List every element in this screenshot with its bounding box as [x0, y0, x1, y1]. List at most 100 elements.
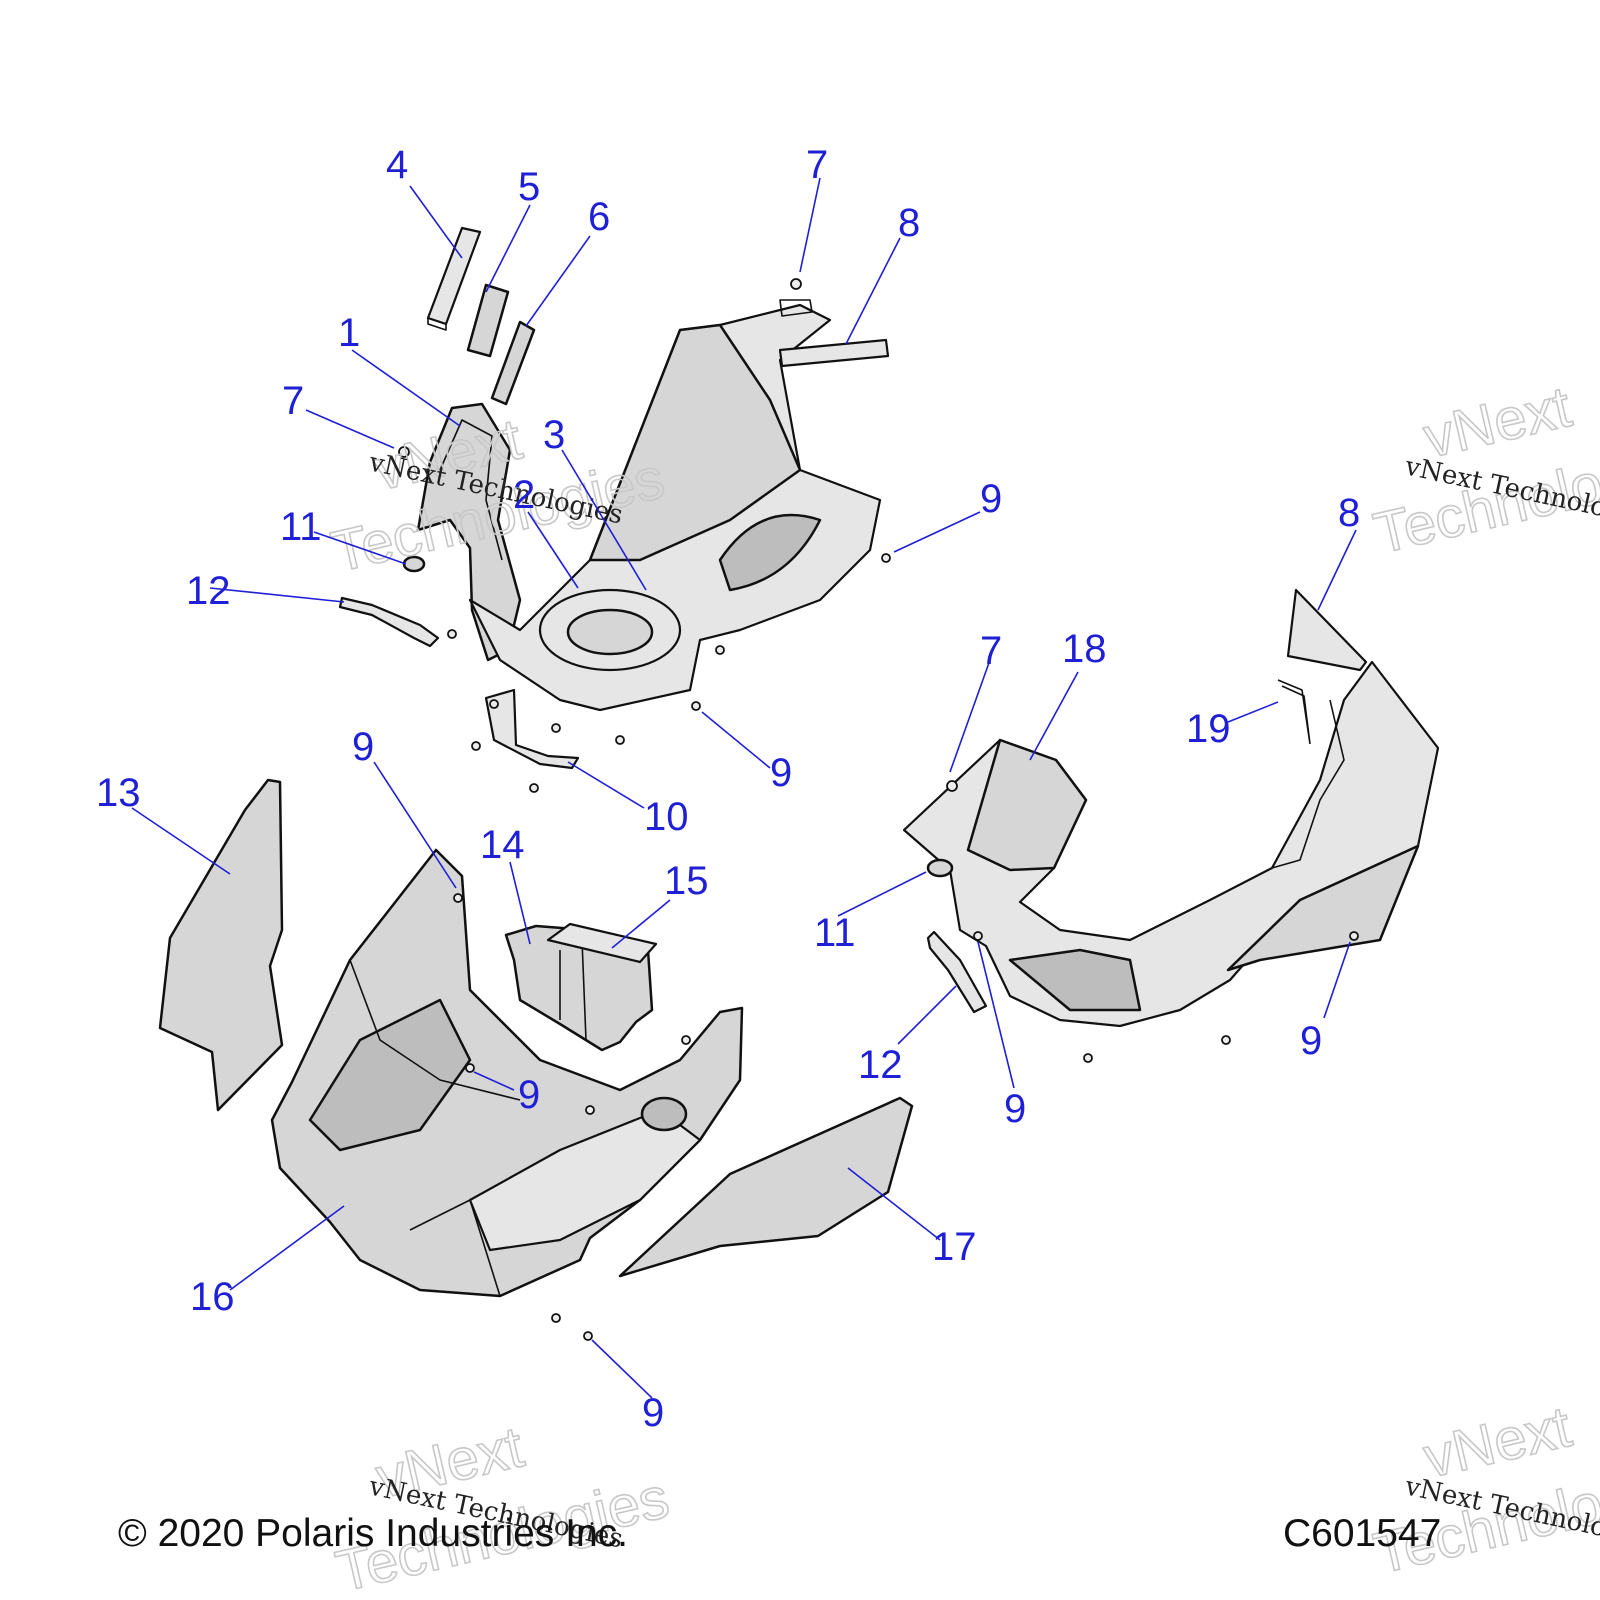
part-6-wedge — [490, 320, 536, 406]
fastener — [398, 446, 410, 458]
fastener — [691, 701, 701, 711]
part-10-bracket — [484, 688, 580, 770]
callout-leader-line — [527, 511, 579, 589]
fastener — [551, 723, 561, 733]
callout-label: 9 — [980, 477, 1002, 521]
callout-9: 9 — [1300, 941, 1351, 1063]
callout-2: 2 — [513, 473, 579, 589]
callout-9: 9 — [473, 1071, 540, 1117]
part-12-handle-lower — [926, 930, 988, 1014]
callout-label: 5 — [518, 165, 540, 209]
callout-label: 9 — [1300, 1019, 1322, 1063]
callout-19: 19 — [1186, 701, 1279, 751]
callout-9: 9 — [893, 477, 1002, 553]
fastener — [453, 893, 463, 903]
callout-label: 7 — [980, 629, 1002, 673]
callout-leader-line — [561, 449, 647, 591]
fastener — [1221, 1035, 1231, 1045]
callout-label: 2 — [513, 473, 535, 517]
callout-label: 9 — [518, 1073, 540, 1117]
callout-6: 6 — [525, 195, 610, 327]
callout-leader-line — [373, 761, 457, 889]
watermark-right: vNext Technologies — [1367, 373, 1600, 567]
part-11-plug-lower — [926, 858, 954, 878]
callout-16: 16 — [190, 1205, 345, 1319]
callout-label: 14 — [480, 823, 525, 867]
callout-label: 3 — [543, 413, 565, 457]
callout-label: 15 — [664, 859, 709, 903]
callout-14: 14 — [480, 823, 531, 945]
callout-1: 1 — [338, 311, 461, 427]
callout-11: 11 — [280, 505, 407, 565]
watermark-big-line1: vNext — [1418, 374, 1577, 471]
callout-18: 18 — [1029, 627, 1107, 761]
fastener — [946, 780, 958, 792]
fastener — [790, 278, 802, 290]
callout-label: 7 — [806, 143, 828, 187]
upper-floor-panel — [468, 299, 882, 712]
callout-leader-line — [473, 1071, 515, 1091]
callout-label: 9 — [642, 1391, 664, 1435]
callout-7: 7 — [282, 379, 395, 449]
callout-label: 18 — [1062, 627, 1107, 671]
callout-leader-line — [1029, 671, 1079, 761]
callout-leader-line — [1323, 941, 1351, 1019]
callout-leader-line — [305, 409, 395, 449]
callout-leader-line — [209, 587, 345, 603]
fastener — [681, 1035, 691, 1045]
fastener — [529, 783, 539, 793]
callout-15: 15 — [611, 859, 709, 949]
callout-label: 11 — [280, 505, 322, 549]
callout-9: 9 — [701, 711, 792, 795]
callout-label: 9 — [770, 751, 792, 795]
callout-label: 4 — [386, 143, 408, 187]
callout-leader-line — [1317, 529, 1357, 611]
callout-11: 11 — [814, 871, 927, 955]
callout-label: 11 — [814, 911, 856, 955]
callout-13: 13 — [96, 771, 231, 875]
part-5-wedge — [466, 283, 510, 358]
callout-label: 8 — [1338, 491, 1360, 535]
callout-leader-line — [591, 1339, 653, 1399]
callout-10: 10 — [567, 761, 689, 839]
callout-leader-line — [611, 899, 671, 949]
part-15-strip — [546, 922, 658, 964]
callout-leader-line — [837, 871, 927, 917]
part-19-rod — [1277, 679, 1311, 745]
fastener — [465, 1063, 475, 1073]
callout-label: 9 — [352, 725, 374, 769]
fastener — [973, 931, 983, 941]
callout-label: 10 — [644, 795, 689, 839]
part-1-bracket — [416, 402, 522, 662]
fastener — [1349, 931, 1359, 941]
callout-leader-line — [977, 941, 1015, 1089]
part-18-right-assembly — [902, 660, 1440, 1028]
callout-label: 7 — [282, 379, 304, 423]
callout-12: 12 — [858, 985, 957, 1087]
callout-9: 9 — [591, 1339, 664, 1435]
callout-8: 8 — [1317, 491, 1360, 611]
callout-3: 3 — [543, 413, 647, 591]
figure-id: C601547 — [1283, 1512, 1442, 1555]
watermark-big-line1: vNext — [1418, 1394, 1577, 1491]
fastener — [447, 629, 457, 639]
callout-leader-line — [799, 177, 821, 273]
part-8-strip-top — [778, 338, 890, 368]
callout-leader-line — [131, 807, 231, 875]
fastener — [471, 741, 481, 751]
callout-leader-line — [847, 1167, 941, 1241]
callout-label: 8 — [898, 201, 920, 245]
part-12-handle-upper — [338, 596, 440, 648]
callout-17: 17 — [847, 1167, 977, 1269]
fastener — [551, 1313, 561, 1323]
callout-label: 1 — [338, 311, 360, 355]
fastener — [585, 1105, 595, 1115]
callout-label: 13 — [96, 771, 141, 815]
callout-label: 6 — [588, 195, 610, 239]
part-13-side-panel — [158, 778, 284, 1112]
part-17-side-panel — [618, 1096, 914, 1278]
callout-9: 9 — [977, 941, 1026, 1131]
callout-leader-line — [893, 511, 981, 553]
